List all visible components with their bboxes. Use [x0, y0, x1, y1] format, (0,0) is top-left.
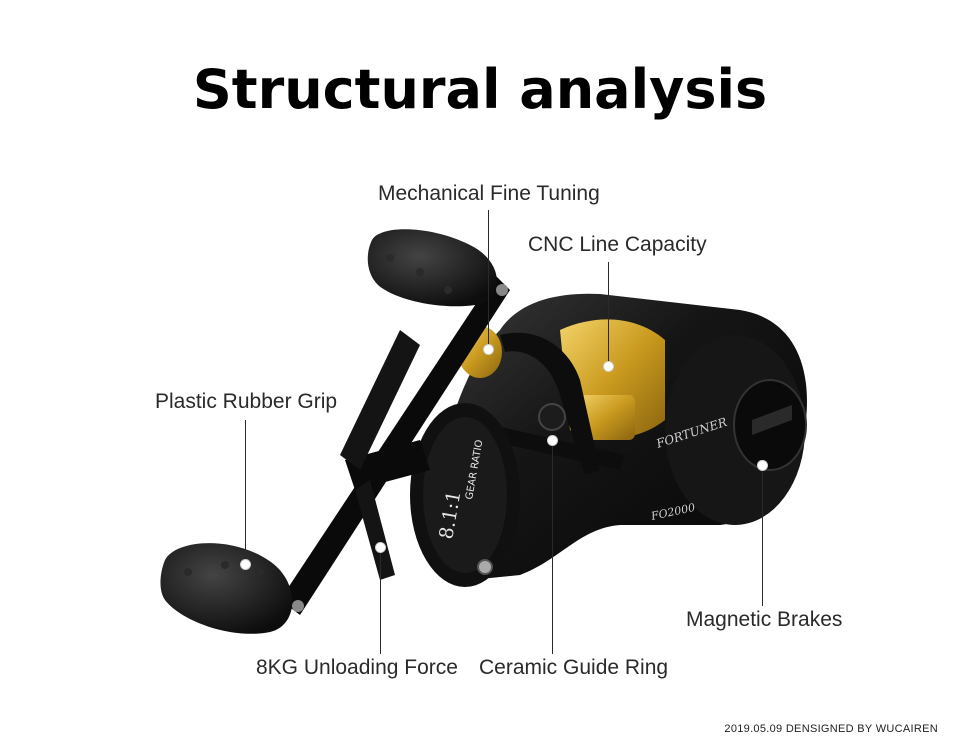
- label-mechanical-fine-tuning: Mechanical Fine Tuning: [378, 182, 600, 205]
- callout-dot-brakes: [758, 461, 767, 470]
- callout-line-mechanical: [488, 210, 489, 350]
- callout-line-grip: [245, 420, 246, 565]
- callout-dot-cnc: [604, 362, 613, 371]
- callout-line-brakes: [762, 468, 763, 606]
- callout-line-cnc: [608, 262, 609, 367]
- callout-dot-mechanical: [484, 345, 493, 354]
- label-ceramic-guide-ring: Ceramic Guide Ring: [479, 656, 669, 679]
- callout-dot-ceramic: [548, 436, 557, 445]
- callout-dot-unloading: [376, 543, 385, 552]
- label-8kg-unloading-force: 8KG Unloading Force: [256, 656, 458, 679]
- label-magnetic-brakes: Magnetic Brakes: [686, 608, 843, 631]
- page-title: Structural analysis: [192, 58, 768, 121]
- label-plastic-rubber-grip: Plastic Rubber Grip: [155, 390, 338, 413]
- callout-line-unloading: [380, 548, 381, 654]
- callout-dot-grip: [241, 560, 250, 569]
- label-cnc-line-capacity: CNC Line Capacity: [528, 233, 707, 256]
- reel-body: [410, 293, 807, 587]
- designer-credit: 2019.05.09 DENSIGNED BY WUCAIREN: [724, 723, 938, 735]
- reel-handle: [160, 229, 510, 634]
- callout-line-ceramic: [552, 440, 553, 654]
